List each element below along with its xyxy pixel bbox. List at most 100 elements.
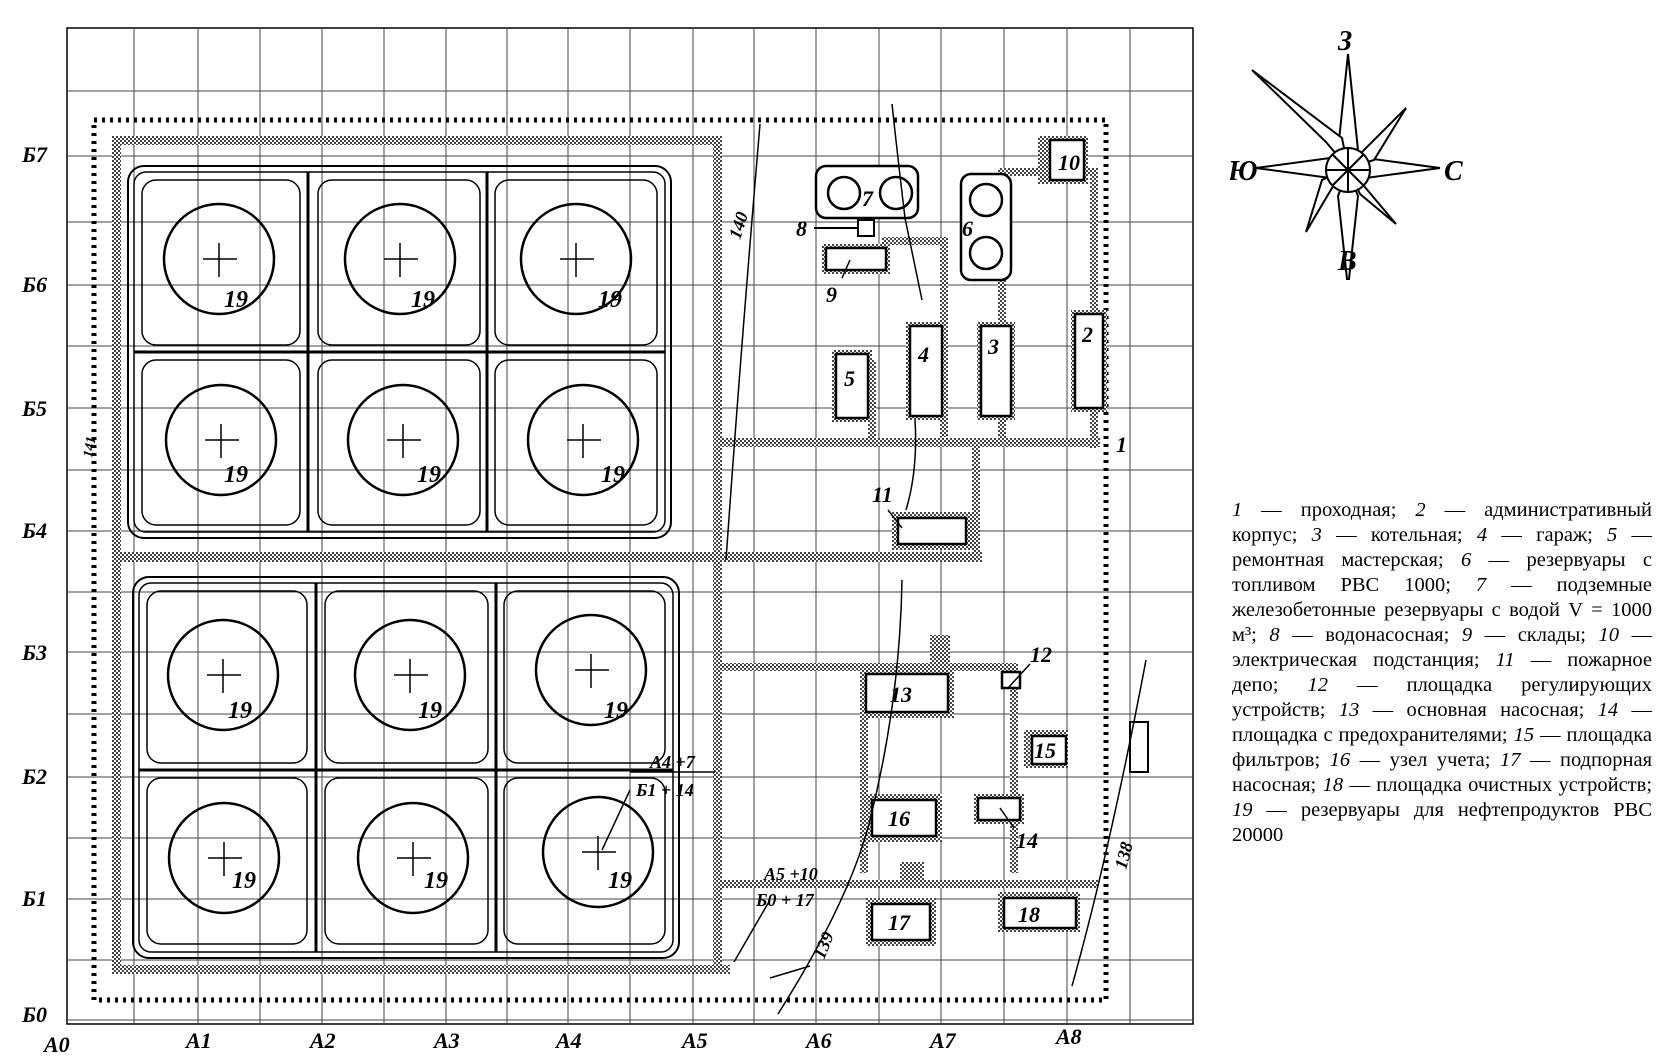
- coord-a4-top: А4 +7: [649, 752, 696, 772]
- legend-text: пожарное депо;: [1232, 649, 1653, 696]
- tank-bays: [141, 179, 666, 945]
- axis-label-a5: А5: [680, 1028, 708, 1053]
- legend-item: 5 — ремонтная мастерская;: [1232, 524, 1653, 571]
- building-label-10: 10: [1058, 150, 1080, 175]
- axis-label-a2: А2: [308, 1028, 336, 1053]
- legend-number: 9: [1461, 624, 1473, 646]
- legend-item: 7 — подземные железобетонные резервуары …: [1232, 574, 1652, 646]
- elevation-141: 141: [81, 435, 99, 458]
- tank: [526, 383, 640, 497]
- tank: [534, 613, 648, 727]
- axis-label-a0: А0: [42, 1032, 70, 1057]
- tank: [166, 618, 280, 732]
- tank-label: 19: [232, 868, 256, 894]
- legend-number: 12: [1307, 674, 1329, 696]
- legend-number: 6: [1461, 549, 1472, 571]
- legend-text: котельная;: [1370, 524, 1463, 546]
- legend-text: резервуары с топливом РВС 1000;: [1232, 549, 1653, 596]
- building-label-5: 5: [844, 366, 855, 391]
- axis-label-a1: А1: [184, 1028, 212, 1053]
- tank: [356, 801, 470, 915]
- legend-number: 2: [1415, 499, 1426, 521]
- legend-text: площадка фильтров;: [1232, 724, 1653, 771]
- legend: 1 — проходная; 2 — административный корп…: [1232, 498, 1652, 848]
- legend-item: 13 — основная насосная;: [1338, 699, 1585, 721]
- legend-text: гараж;: [1536, 524, 1593, 546]
- coord-b0-bot: Б0 + 17: [755, 890, 815, 910]
- legend-number: 10: [1598, 624, 1620, 646]
- elevation-139: 139: [809, 929, 838, 962]
- legend-item: 2 — административный корпус;: [1232, 499, 1653, 546]
- axis-label-a8: А8: [1054, 1024, 1082, 1049]
- tank-label: 19: [411, 287, 435, 313]
- axis-label-b5: Б5: [21, 396, 47, 421]
- building-label-13: 13: [890, 682, 912, 707]
- buildings: [814, 136, 1149, 946]
- tank-label: 19: [608, 868, 632, 894]
- legend-item: 8 — водонасосная;: [1269, 624, 1450, 646]
- legend-text: подпорная насосная;: [1232, 749, 1653, 796]
- legend-number: 13: [1338, 699, 1360, 721]
- tank: [162, 202, 276, 316]
- axis-label-b4: Б4: [21, 518, 47, 543]
- legend-number: 8: [1269, 624, 1280, 646]
- compass-label-south: В: [1337, 246, 1357, 277]
- legend-item: 17 — подпорная насосная;: [1232, 749, 1653, 796]
- legend-item: 18 — площадка очистных устройств;: [1322, 774, 1653, 796]
- building-label-18: 18: [1018, 902, 1040, 927]
- axis-label-b1: Б1: [21, 886, 47, 911]
- tank: [343, 202, 457, 316]
- legend-item: 9 — склады;: [1461, 624, 1586, 646]
- axis-label-a7: А7: [928, 1028, 957, 1053]
- legend-number: 11: [1495, 649, 1515, 671]
- legend-number: 7: [1475, 574, 1487, 596]
- legend-text: водонасосная;: [1325, 624, 1450, 646]
- tank: [346, 383, 460, 497]
- axis-label-b7: Б7: [21, 142, 48, 167]
- legend-item: 6 — резервуары с топливом РВС 1000;: [1232, 549, 1653, 596]
- legend-number: 16: [1329, 749, 1351, 771]
- building-label-1: 1: [1116, 432, 1127, 457]
- axis-label-a3: А3: [432, 1028, 460, 1053]
- legend-text: электрическая подстанция;: [1232, 649, 1480, 671]
- building-label-8: 8: [796, 216, 807, 241]
- building-label-15: 15: [1034, 738, 1056, 763]
- legend-text: подземные железобетонные резервуары с во…: [1232, 574, 1652, 646]
- legend-number: 18: [1322, 774, 1344, 796]
- tank-group-lower: [132, 576, 680, 959]
- compass-label-north: З: [1337, 26, 1352, 57]
- legend-number: 5: [1607, 524, 1618, 546]
- building-label-16: 16: [888, 806, 910, 831]
- legend-number: 4: [1476, 524, 1488, 546]
- tank-label: 19: [601, 462, 625, 488]
- legend-item: 12 — площадка регулирующих устройств;: [1232, 674, 1653, 721]
- legend-item: 19 — резервуары для нефтепродуктов РВС 2…: [1232, 799, 1653, 846]
- building-label-14: 14: [1016, 828, 1038, 853]
- coord-b1-bot: Б1 + 14: [635, 780, 694, 800]
- contour-lines: [725, 103, 1147, 1015]
- legend-item: 16 — узел учета;: [1329, 749, 1491, 771]
- axis-label-b6: Б6: [21, 272, 47, 297]
- legend-text: площадка очистных устройств;: [1376, 774, 1653, 796]
- legend-text: склады;: [1517, 624, 1586, 646]
- tank: [164, 383, 278, 497]
- building-12: [1000, 670, 1022, 690]
- compass-label-west: Ю: [1230, 156, 1258, 187]
- coord-a5-top: А5 +10: [763, 864, 818, 884]
- building-7: [814, 164, 920, 220]
- gate-structure: [1129, 721, 1149, 773]
- tank: [541, 795, 655, 909]
- legend-text: административный корпус;: [1232, 499, 1653, 546]
- building-label-11: 11: [872, 482, 893, 507]
- legend-text: площадка регулирующих устройств;: [1232, 674, 1653, 721]
- axis-label-a4: А4: [554, 1028, 582, 1053]
- tank-label: 19: [228, 698, 252, 724]
- axis-label-b0: Б0: [21, 1002, 47, 1027]
- legend-item: 3 — котельная;: [1311, 524, 1463, 546]
- tank: [353, 618, 467, 732]
- building-label-3: 3: [987, 334, 999, 359]
- leader-lines: [601, 259, 1031, 979]
- legend-item: 10 — электрическая подстанция;: [1232, 624, 1653, 671]
- building-6: [959, 172, 1013, 282]
- legend-item: 14 — площадка с предохранителями;: [1232, 699, 1653, 746]
